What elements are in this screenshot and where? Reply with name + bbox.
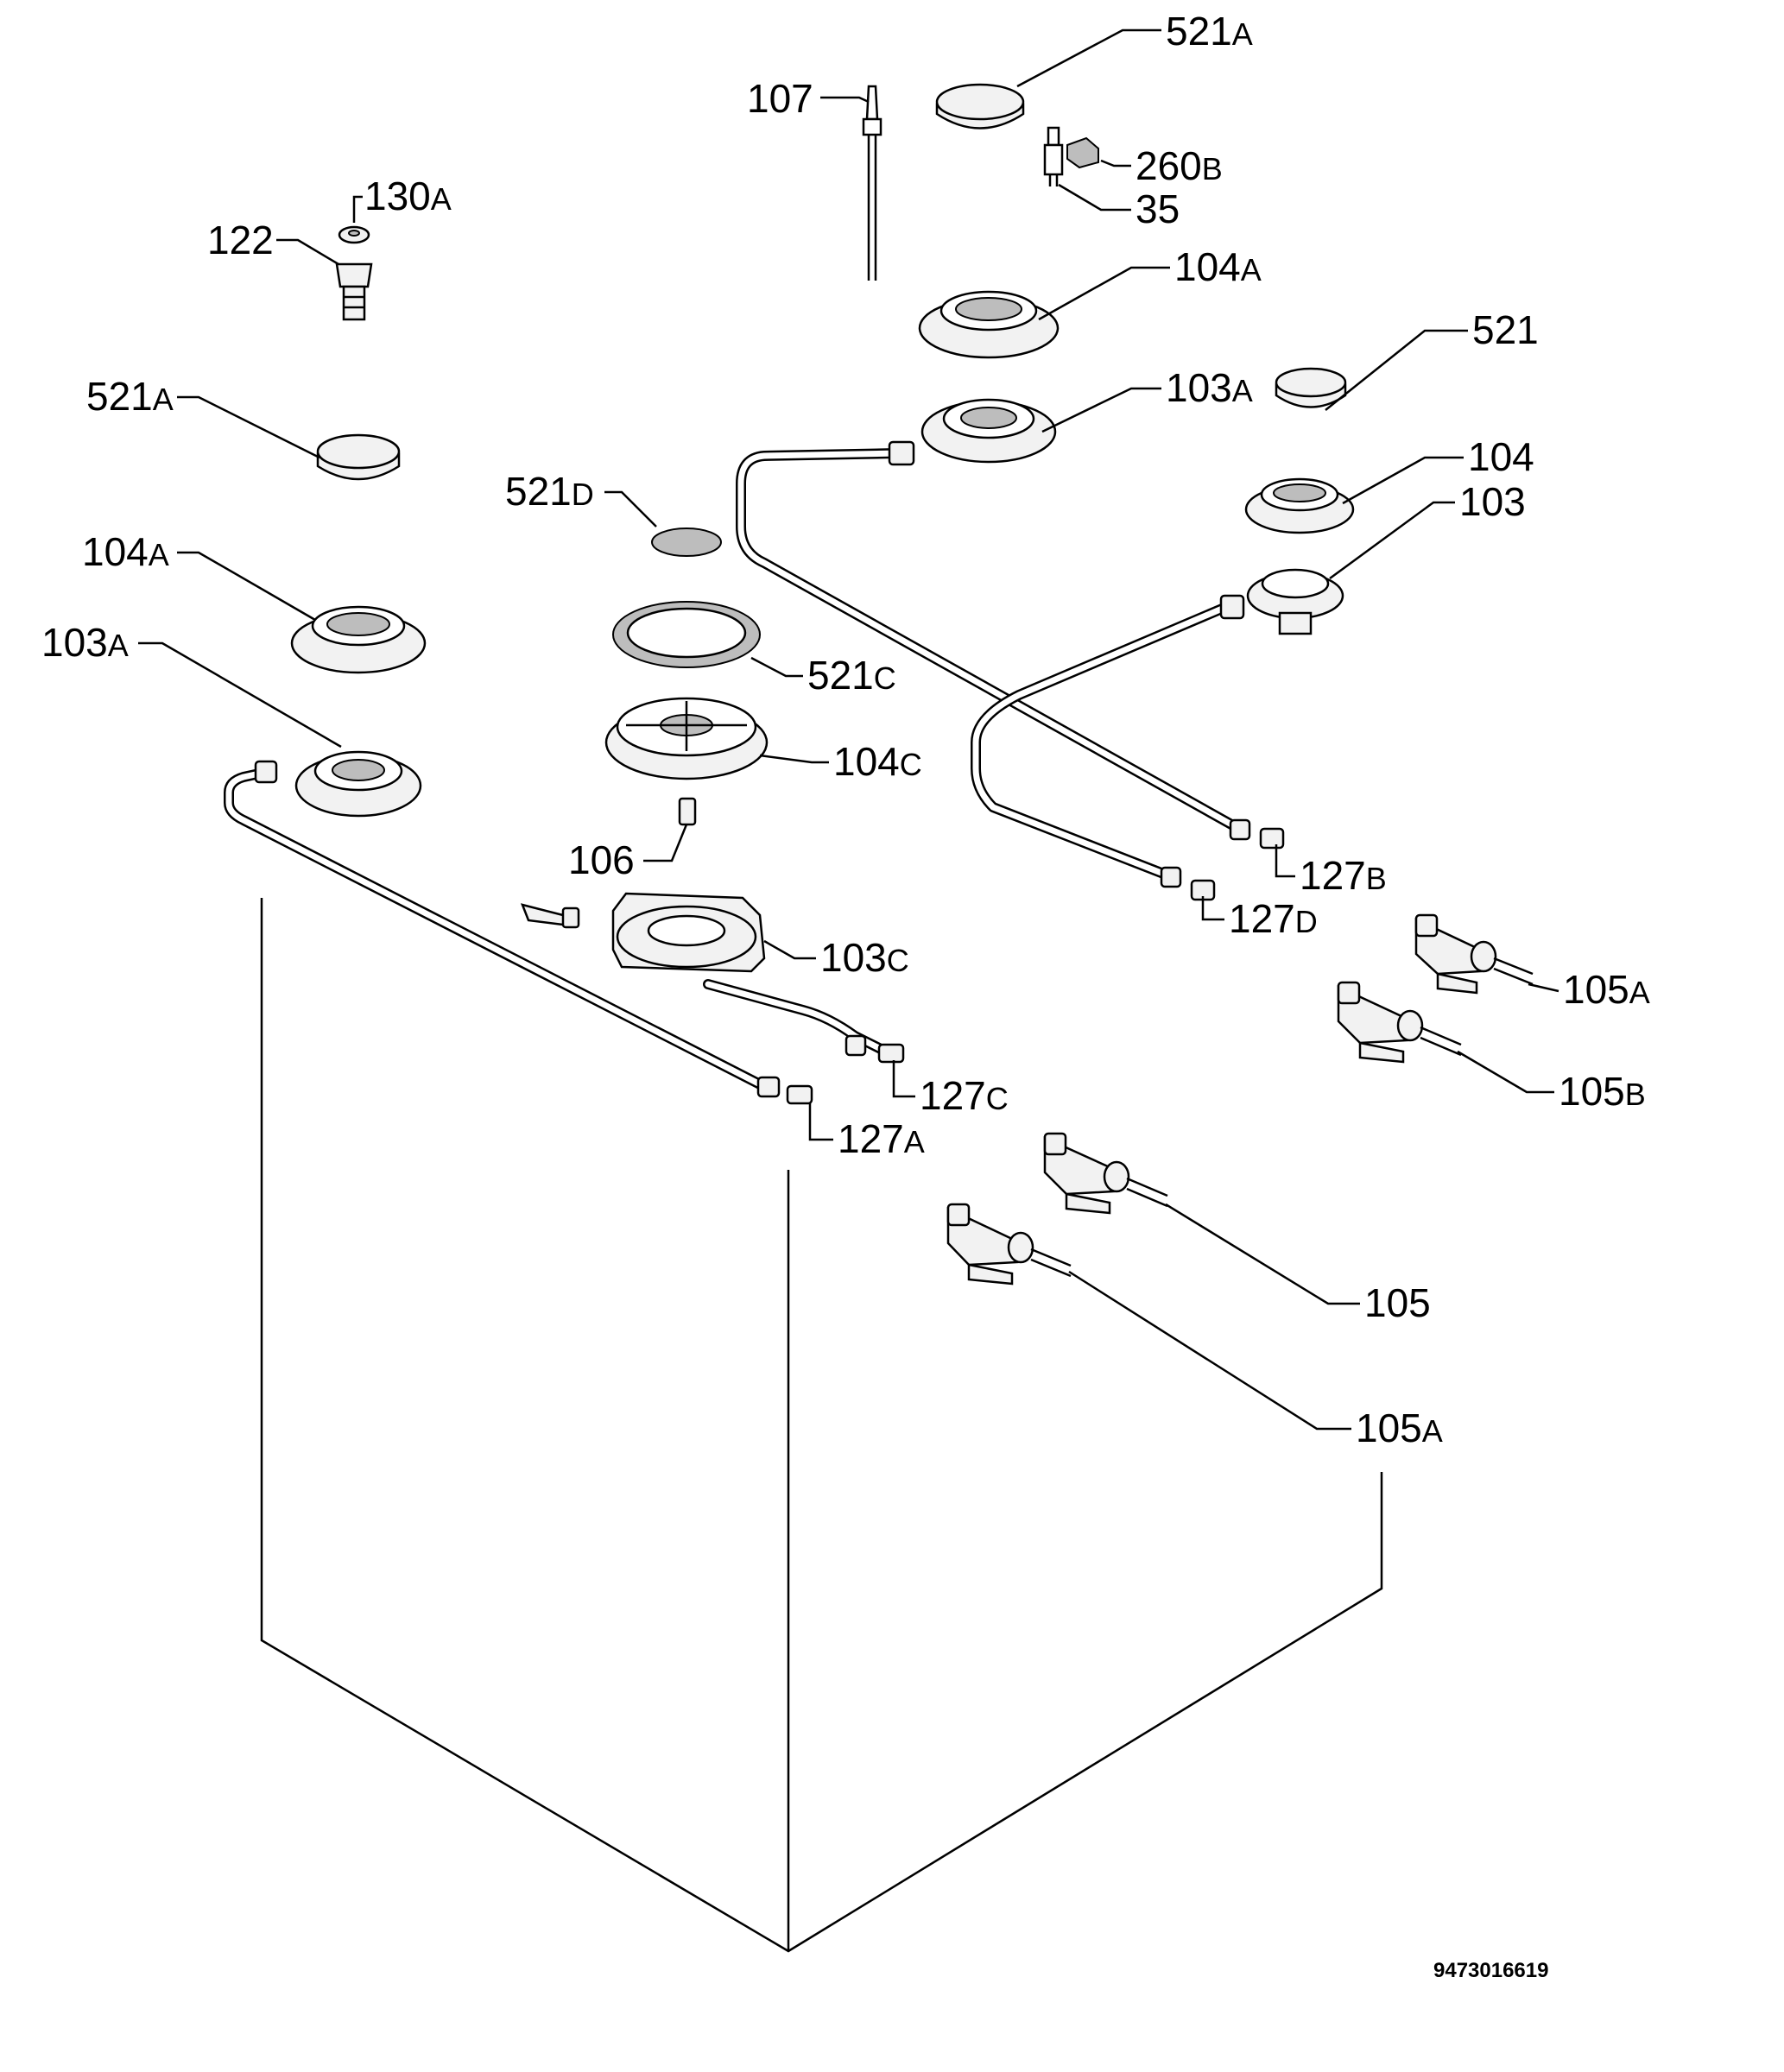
burner-cap-521a-left — [316, 433, 401, 481]
label-105b: 105B — [1559, 1069, 1646, 1114]
label-122: 122 — [207, 218, 274, 262]
label-35: 35 — [1136, 186, 1180, 231]
burner-crown-104a-left — [290, 605, 427, 674]
label-103a-left: 103A — [41, 620, 129, 665]
label-127a: 127A — [838, 1116, 925, 1161]
burner-body-103c — [520, 892, 766, 973]
label-103a-top: 103A — [1166, 365, 1253, 410]
gas-tap-105 — [1043, 1132, 1168, 1215]
gas-tap-105a-bottom — [946, 1203, 1072, 1286]
pipe-127a — [224, 768, 772, 1093]
label-105a-right: 105A — [1563, 967, 1650, 1012]
label-260b: 260B — [1136, 143, 1223, 188]
label-521a-top: 521A — [1166, 9, 1253, 54]
label-103c: 103C — [820, 935, 909, 980]
label-103: 103 — [1459, 479, 1526, 524]
burner-cap-521 — [1275, 367, 1347, 408]
leader-lines — [138, 28, 1559, 1431]
burner-crown-104a-top — [918, 290, 1060, 359]
label-521d: 521D — [505, 469, 594, 514]
label-105a-bottom: 105A — [1356, 1406, 1443, 1450]
label-105: 105 — [1364, 1280, 1431, 1325]
label-521c: 521C — [807, 653, 896, 698]
burner-ring-521c — [612, 601, 761, 668]
label-104a-left: 104A — [82, 529, 169, 574]
label-107: 107 — [747, 76, 813, 121]
burner-crown-104 — [1244, 477, 1355, 534]
burner-cap-521a-top — [935, 83, 1025, 130]
label-130a: 130A — [364, 174, 452, 218]
pipe-127d — [971, 602, 1231, 881]
injector-106 — [678, 797, 697, 826]
injector-122 — [335, 262, 373, 321]
spark-electrode-35 — [1043, 126, 1064, 186]
gas-pipes — [224, 440, 1285, 1105]
callout-labels: 521A 107 260B 35 130A 122 104A 521 103A … — [41, 9, 1650, 1450]
burner-crown-104c — [604, 697, 769, 780]
thermocouple-107 — [862, 85, 883, 281]
label-521: 521 — [1472, 307, 1539, 352]
document-number: 9473016619 — [1433, 1959, 1548, 1982]
label-106: 106 — [568, 837, 635, 882]
burner-body-103a-top — [920, 398, 1057, 464]
clip-260b — [1066, 136, 1099, 169]
burner-cap-521d — [651, 527, 722, 557]
cabinet-outline — [260, 898, 1383, 1953]
label-127c: 127C — [920, 1073, 1009, 1118]
gas-tap-105b — [1337, 981, 1462, 1064]
gas-tap-105a-right — [1414, 913, 1534, 995]
label-104: 104 — [1468, 434, 1534, 479]
burner-body-103 — [1246, 568, 1344, 635]
label-104c: 104C — [833, 739, 922, 784]
label-104a-top: 104A — [1174, 244, 1262, 289]
washer-130a — [338, 225, 370, 244]
pipe-127b — [736, 448, 1244, 834]
label-127b: 127B — [1300, 853, 1387, 898]
label-521a-left: 521A — [86, 374, 174, 419]
label-127d: 127D — [1229, 896, 1318, 941]
burner-body-103a-left — [294, 750, 422, 818]
pipe-fittings — [254, 440, 1285, 1105]
